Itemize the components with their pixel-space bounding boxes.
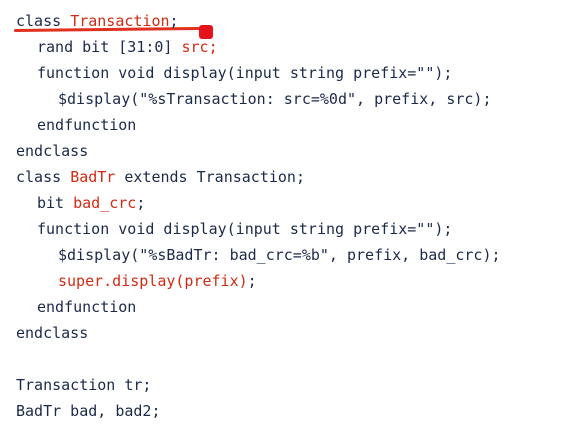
pen-cursor-dot bbox=[199, 25, 213, 39]
code-line-1: class Transaction; bbox=[0, 8, 579, 34]
field-type: bit bbox=[37, 194, 74, 212]
code-line-11: super.display(prefix); bbox=[0, 268, 579, 294]
code-line-15: Transaction tr; bbox=[0, 372, 579, 398]
endfunction: endfunction bbox=[37, 298, 137, 316]
code-line-8: bit bad_crc; bbox=[0, 190, 579, 216]
class-name-transaction: Transaction bbox=[70, 12, 170, 30]
semicolon: ; bbox=[247, 272, 257, 290]
code-line-9: function void display(input string prefi… bbox=[0, 216, 579, 242]
code-line-3: function void display(input string prefi… bbox=[0, 60, 579, 86]
code-line-12: endfunction bbox=[0, 294, 579, 320]
code-line-7: class BadTr extends Transaction; bbox=[0, 164, 579, 190]
field-name-src: src; bbox=[181, 38, 218, 56]
code-line-10: $display("%sBadTr: bad_crc=%b", prefix, … bbox=[0, 242, 579, 268]
code-line-13: endclass bbox=[0, 320, 579, 346]
endclass: endclass bbox=[16, 142, 89, 160]
code-line-6: endclass bbox=[0, 138, 579, 164]
endclass: endclass bbox=[16, 324, 89, 342]
code-line-14-blank bbox=[0, 346, 579, 372]
var-decl-tr: Transaction tr; bbox=[16, 376, 152, 394]
display-call: $display("%sTransaction: src=%0d", prefi… bbox=[58, 90, 492, 108]
semicolon: ; bbox=[169, 12, 179, 30]
field-name-bad-crc: bad_crc bbox=[73, 194, 137, 212]
display-call: $display("%sBadTr: bad_crc=%b", prefix, … bbox=[58, 246, 501, 264]
keyword-class: class bbox=[16, 168, 71, 186]
function-decl: function void display(input string prefi… bbox=[37, 220, 453, 238]
code-line-16: BadTr bad, bad2; bbox=[0, 398, 579, 424]
code-line-2: rand bit [31:0] src; bbox=[0, 34, 579, 60]
class-name-badtr: BadTr bbox=[70, 168, 116, 186]
field-decl: rand bit [31:0] bbox=[37, 38, 182, 56]
function-decl: function void display(input string prefi… bbox=[37, 64, 453, 82]
super-display-call: super.display(prefix) bbox=[58, 272, 248, 290]
code-line-4: $display("%sTransaction: src=%0d", prefi… bbox=[0, 86, 579, 112]
extends-clause: extends Transaction; bbox=[115, 168, 305, 186]
semicolon: ; bbox=[136, 194, 146, 212]
code-line-5: endfunction bbox=[0, 112, 579, 138]
keyword-class: class bbox=[16, 12, 71, 30]
var-decl-bad: BadTr bad, bad2; bbox=[16, 402, 161, 420]
endfunction: endfunction bbox=[37, 116, 137, 134]
